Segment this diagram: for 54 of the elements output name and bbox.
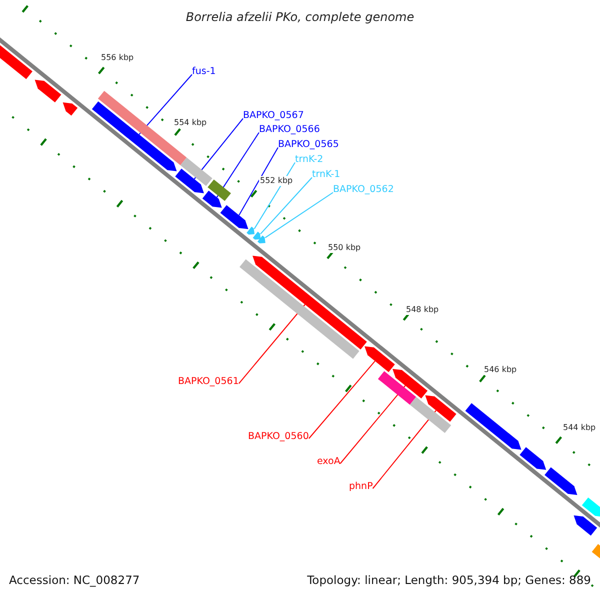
- accession-text: Accession: NC_008277: [9, 575, 140, 586]
- leader-line: [308, 360, 376, 439]
- gene-feature: [582, 497, 600, 518]
- gene-label: BAPKO_0566: [259, 125, 320, 134]
- gene-feature: [180, 157, 212, 186]
- gene-feature: [378, 371, 416, 405]
- gene-label: BAPKO_0565: [278, 140, 339, 150]
- scale-label: 546 kbp: [483, 365, 518, 375]
- scale-label: 550 kbp: [327, 243, 362, 253]
- gene-feature: [208, 179, 231, 202]
- gene-feature: [240, 259, 360, 359]
- gene-feature: [520, 447, 546, 470]
- gene-feature: [62, 102, 78, 116]
- gene-feature: [252, 232, 261, 240]
- gene-label: BAPKO_0567: [243, 111, 304, 120]
- leader-line: [238, 147, 278, 216]
- scale-label: 544 kbp: [562, 423, 597, 433]
- gene-feature: [34, 80, 62, 102]
- leader-line: [260, 177, 312, 234]
- gene-feature: [175, 168, 204, 194]
- gene-feature: [410, 396, 452, 433]
- leader-line: [194, 118, 244, 180]
- leader-line: [216, 132, 260, 198]
- gene-label: BAPKO_0562: [333, 185, 394, 194]
- scale-label: 556 kbp: [100, 53, 135, 63]
- gene-feature: [465, 403, 522, 450]
- scale-label: 548 kbp: [405, 305, 440, 315]
- gene-label: exoA: [317, 457, 340, 466]
- gene-feature: [392, 368, 428, 399]
- genome-info-text: Topology: linear; Length: 905,394 bp; Genes: 889: [307, 575, 591, 586]
- leader-line: [372, 410, 436, 489]
- gene-label: trnK-1: [312, 170, 340, 180]
- leader-line: [138, 74, 192, 135]
- gene-feature: [364, 346, 395, 372]
- gene-label: BAPKO_0560: [248, 432, 309, 442]
- gene-label: BAPKO_0561: [178, 377, 239, 386]
- gene-feature: [257, 235, 266, 244]
- gene-feature: [246, 226, 255, 235]
- gene-label: phnP: [349, 482, 373, 492]
- map-title: Borrelia afzelii PKo, complete genome: [184, 11, 416, 23]
- gene-label: fus-1: [192, 67, 216, 76]
- gene-feature: [544, 467, 578, 496]
- gene-feature: [98, 90, 187, 166]
- gene-feature: [220, 205, 248, 230]
- scale-label: 554 kbp: [173, 118, 208, 128]
- scale-label: 552 kbp: [259, 176, 294, 186]
- gene-feature: [425, 395, 456, 422]
- leader-line: [264, 192, 334, 238]
- gene-feature: [252, 256, 367, 350]
- leader-line: [340, 385, 406, 464]
- gene-feature: [574, 515, 598, 536]
- leader-line: [238, 304, 306, 384]
- gene-label: trnK-2: [295, 155, 324, 164]
- gene-feature: [202, 190, 222, 208]
